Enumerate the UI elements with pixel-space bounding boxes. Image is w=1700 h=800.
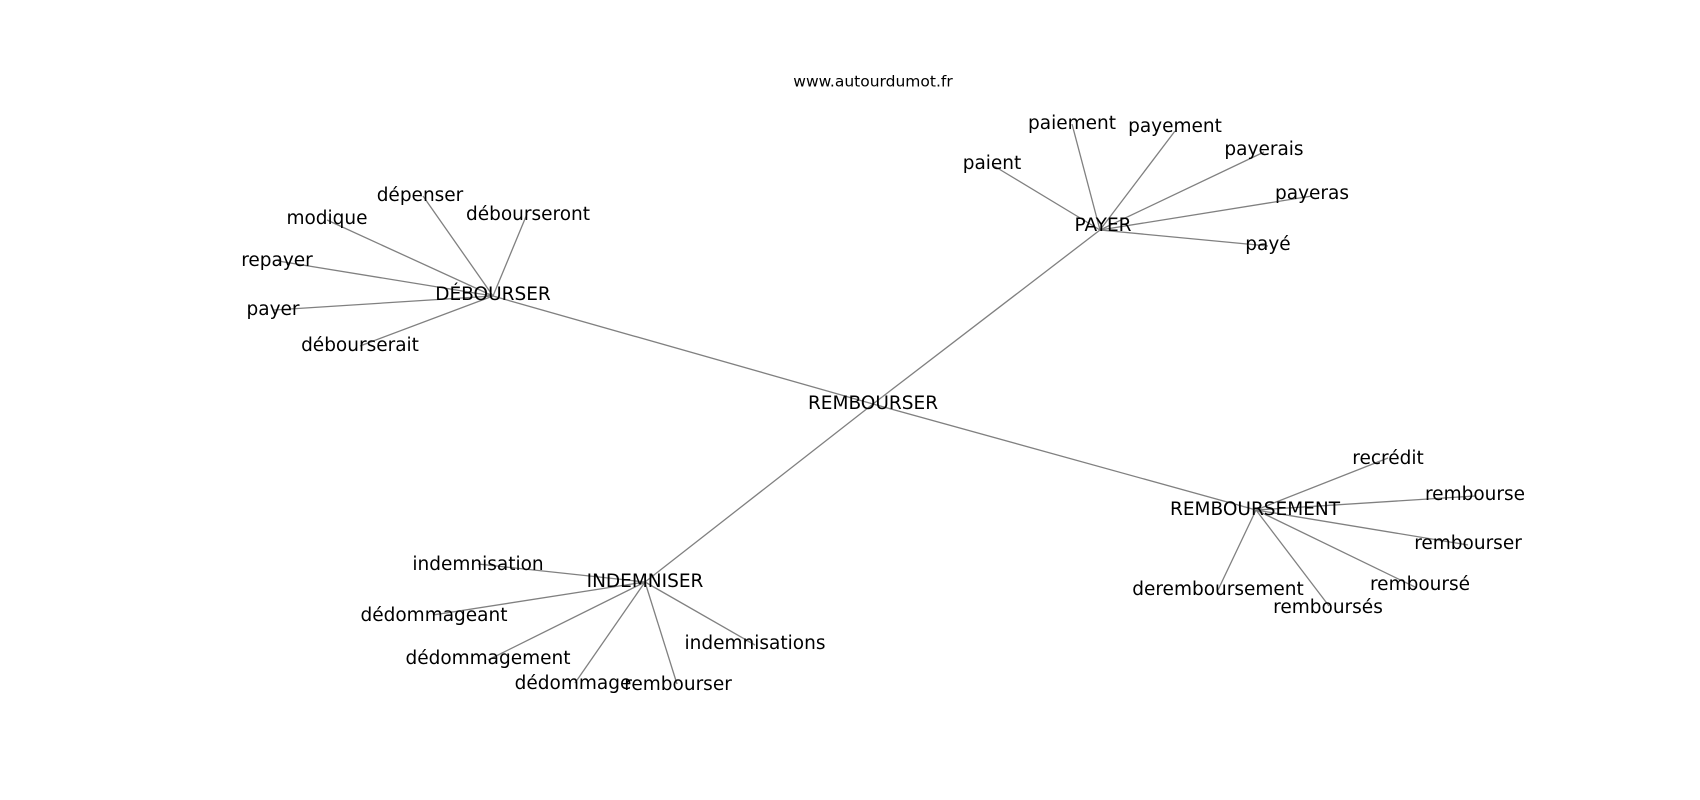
- edge-indemniser-dedommage: [574, 581, 646, 684]
- leaf-label: paient: [963, 153, 1022, 174]
- leaf-label: rembourser: [1414, 533, 1522, 554]
- edge-center-indemniser: [644, 403, 874, 583]
- edge-debourser-depenser: [422, 195, 494, 297]
- edge-indemniser-dedommagement: [487, 581, 646, 661]
- edges: [273, 123, 1476, 685]
- leaf-label: rembourser: [624, 674, 732, 695]
- leaf-label: deremboursement: [1132, 579, 1304, 600]
- edge-remboursement-rembourse-pp: [1255, 509, 1418, 589]
- edge-center-remboursement: [872, 403, 1257, 511]
- edge-debourser-debourserait: [359, 295, 494, 347]
- site-label: www.autourdumot.fr: [793, 73, 953, 91]
- edge-remboursement-recredit: [1255, 457, 1389, 511]
- leaf-label: payement: [1128, 116, 1222, 137]
- edge-debourser-modique: [326, 219, 494, 297]
- labels: www.autourdumot.fr REMBOURSER DÉBOURSER …: [241, 73, 1525, 696]
- hub-label-payer: PAYER: [1074, 215, 1131, 236]
- leaf-label: remboursé: [1370, 574, 1470, 595]
- leaf-label: dédommageant: [360, 605, 507, 626]
- edge-center-debourser: [492, 295, 874, 405]
- leaf-label: rembourse: [1425, 484, 1525, 505]
- center-node-label: REMBOURSER: [808, 393, 938, 414]
- hub-label-indemniser: INDEMNISER: [587, 571, 704, 592]
- edge-payer-payerais: [1099, 151, 1265, 231]
- edge-debourser-repayer: [277, 260, 494, 297]
- leaf-label: indemnisations: [685, 633, 826, 654]
- leaf-label: remboursés: [1273, 597, 1383, 618]
- edge-center-payer: [872, 229, 1101, 405]
- leaf-label: payé: [1245, 234, 1290, 255]
- leaf-label: dédommage: [515, 673, 632, 694]
- edge-payer-paye: [1099, 229, 1269, 247]
- edge-indemniser-dedommageant: [432, 581, 646, 616]
- edge-remboursement-rembourse: [1255, 495, 1476, 511]
- edge-payer-payeras: [1099, 195, 1313, 231]
- leaf-label: payer: [246, 299, 299, 320]
- leaf-label: indemnisation: [412, 554, 543, 575]
- leaf-label: dédommagement: [405, 648, 570, 669]
- leaf-label: paiement: [1028, 113, 1116, 134]
- edge-debourser-debourseront: [492, 213, 528, 297]
- hub-label-remboursement: REMBOURSEMENT: [1170, 499, 1341, 520]
- edge-payer-paiement: [1071, 123, 1101, 231]
- edge-indemniser-indemnisation: [477, 563, 646, 583]
- edge-remboursement-rembourser: [1255, 509, 1469, 546]
- leaf-label: débourserait: [301, 335, 419, 356]
- leaf-label: repayer: [241, 250, 313, 271]
- leaf-label: dépenser: [377, 185, 464, 206]
- edge-payer-paient: [993, 165, 1101, 231]
- edge-remboursement-deremboursement: [1217, 509, 1257, 591]
- edge-remboursement-rembourses: [1255, 509, 1330, 607]
- edge-indemniser-rembourser: [644, 581, 678, 685]
- leaf-label: recrédit: [1352, 448, 1423, 469]
- edge-payer-payement: [1099, 130, 1176, 231]
- edge-debourser-payer: [273, 295, 494, 311]
- leaf-label: payeras: [1275, 183, 1349, 204]
- leaf-label: payerais: [1224, 139, 1303, 160]
- leaf-label: débourseront: [466, 204, 590, 225]
- leaf-label: modique: [286, 208, 367, 229]
- hub-label-debourser: DÉBOURSER: [435, 283, 551, 305]
- edge-indemniser-indemnisations: [644, 581, 756, 646]
